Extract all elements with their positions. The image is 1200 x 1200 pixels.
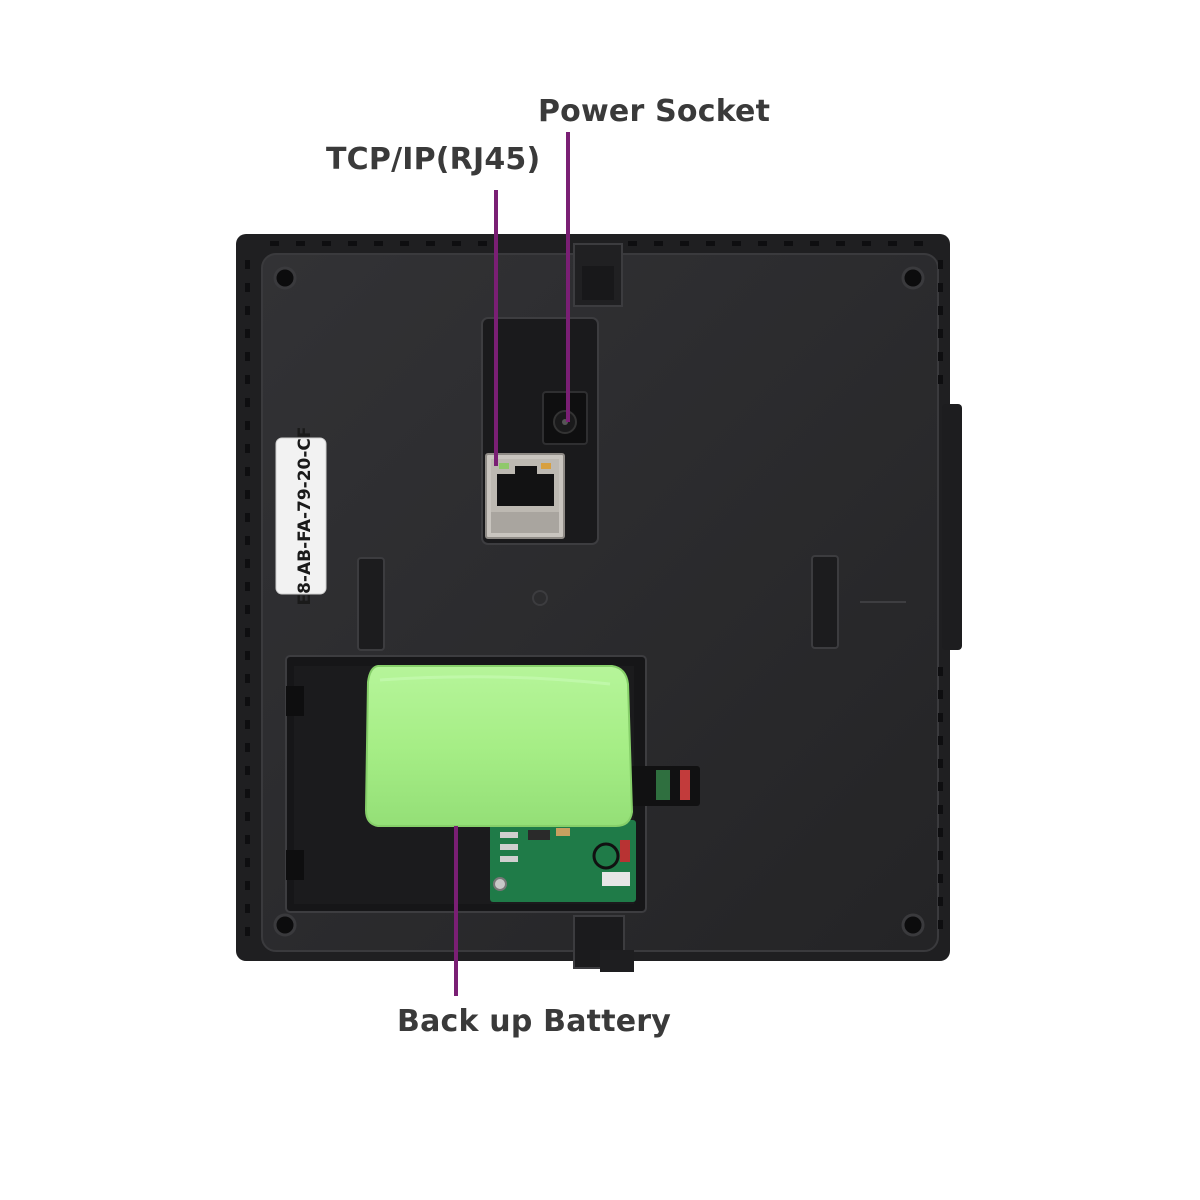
tcp-ip-label: TCP/IP(RJ45): [326, 142, 541, 177]
backup-battery-label: Back up Battery: [397, 1004, 672, 1039]
power-socket[interactable]: [542, 391, 588, 445]
vent-slots-top: [270, 241, 923, 246]
vent-slots-left: [245, 260, 250, 936]
mac-address-sticker: E8-AB-FA-79-20-CF: [275, 426, 327, 606]
pcb-board: [490, 820, 636, 902]
mounting-slot-right: [811, 555, 839, 649]
power-socket-label: Power Socket: [538, 94, 771, 129]
battery-connector: [630, 766, 700, 806]
side-bumper: [942, 404, 962, 650]
backup-battery: [364, 665, 634, 827]
mac-address-text: E8-AB-FA-79-20-CF: [295, 426, 315, 605]
mounting-slot-left: [357, 557, 385, 651]
center-dimple: [532, 590, 548, 606]
screw-holes: [273, 266, 925, 937]
rj45-port[interactable]: [485, 453, 565, 539]
vent-slots-right: [938, 260, 943, 929]
